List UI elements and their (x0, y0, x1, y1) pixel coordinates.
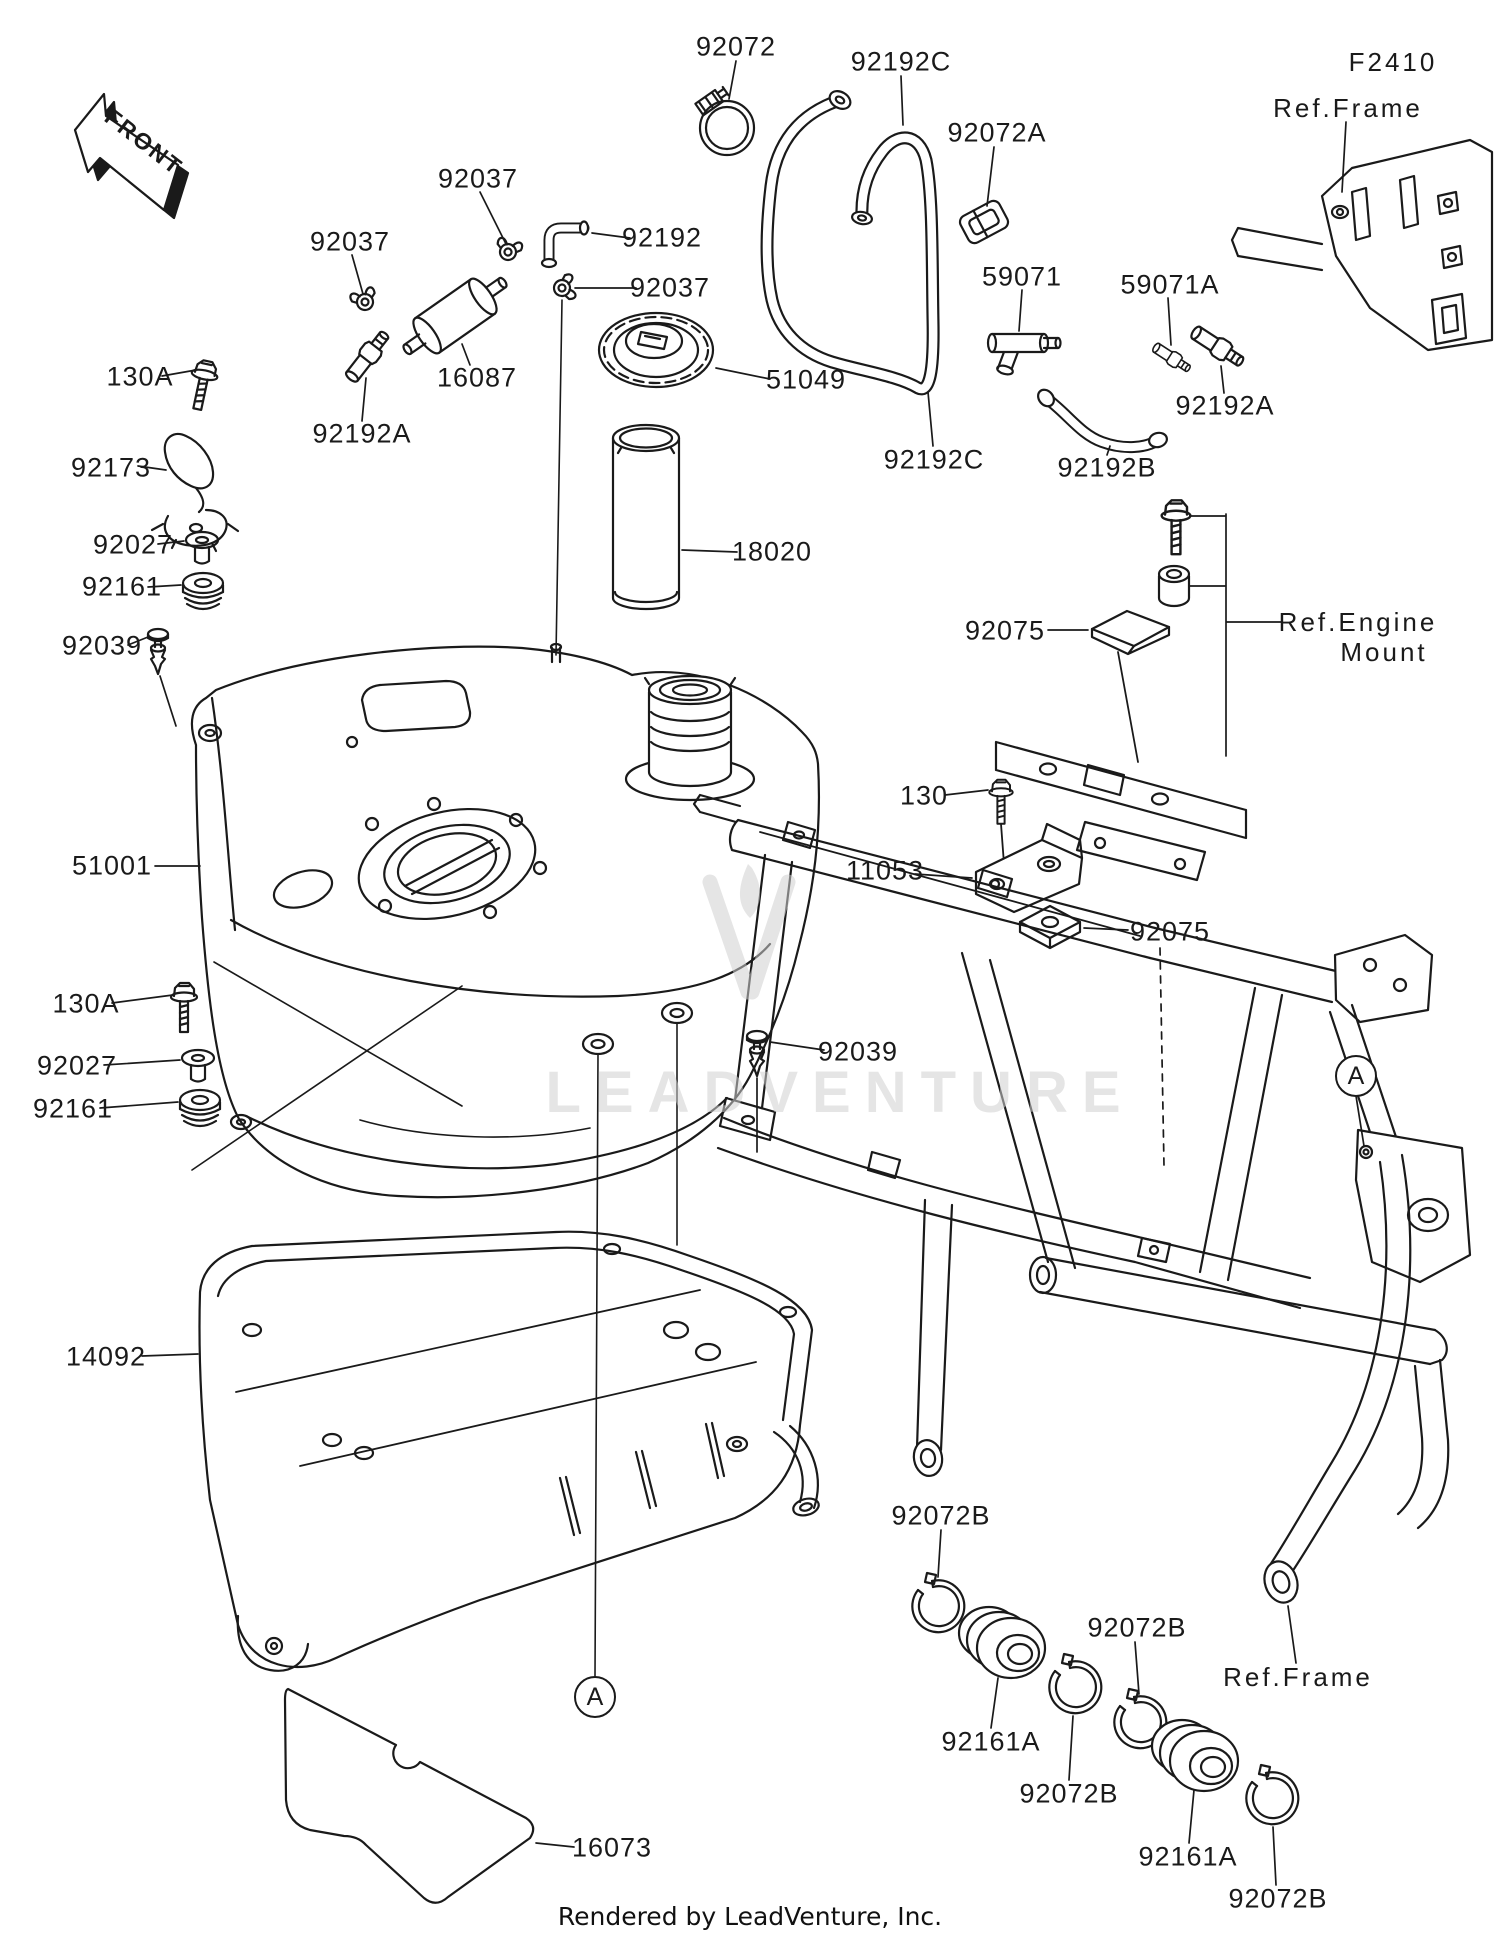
fuel-joint-92192a-left (340, 326, 395, 387)
part-label-14092-30: 14092 (65, 1341, 147, 1372)
hose-hook-92173 (150, 432, 240, 553)
hose-clamp-92037-1 (492, 236, 525, 265)
tank-filler-neck (624, 674, 756, 802)
part-label-92161-28: 92161 (32, 1093, 114, 1124)
hose-92192b (1037, 388, 1168, 453)
page-code: F2410 (1348, 47, 1438, 77)
part-label-92173-14: 92173 (70, 452, 152, 483)
watermark-text: LEADVENTURE (545, 1060, 1134, 1125)
hose-clamp-92037-2 (348, 285, 381, 315)
main-frame (692, 793, 1472, 1604)
part-label-92072a-2: 92072A (947, 117, 1047, 148)
heat-shield-16073 (283, 1687, 535, 1904)
part-label-92075-21: 92075 (964, 615, 1046, 646)
part-label-92037-4: 92037 (309, 226, 391, 257)
ref-label-1: Ref.Engine (1278, 607, 1438, 637)
part-label-130a-13: 130A (106, 361, 174, 392)
part-label-92072-0: 92072 (695, 31, 777, 62)
part-label-16073-37: 16073 (571, 1832, 653, 1863)
part-label-92072b-31: 92072B (891, 1500, 991, 1531)
tank-cover-14092 (198, 1230, 820, 1672)
ref-label-3: Ref.Frame (1223, 1662, 1373, 1692)
part-label-92039-17: 92039 (61, 630, 143, 661)
part-label-92161a-35: 92161A (1138, 1841, 1238, 1872)
part-label-51001-25: 51001 (71, 850, 153, 881)
part-label-92039-29: 92039 (817, 1036, 899, 1067)
left-hardware (146, 357, 240, 1128)
part-label-92192b-19: 92192B (1057, 452, 1157, 483)
footer-credit: Rendered by LeadVenture, Inc. (557, 1902, 943, 1931)
part-label-92161-16: 92161 (81, 571, 163, 602)
part-label-130a-26: 130A (52, 988, 120, 1019)
engine-mount-group (994, 499, 1248, 882)
part-label-92192-5: 92192 (621, 222, 703, 253)
hose-clamp-92037-3 (550, 272, 578, 303)
watermark: LEADVENTURE (545, 864, 1134, 1125)
frame-bracket-ref (1230, 138, 1494, 352)
ref-label-2: Mount (1340, 637, 1428, 667)
filler-tube-18020 (611, 423, 681, 611)
joint-59071a (1149, 339, 1194, 377)
fuel-filter-16087 (402, 276, 508, 356)
part-label-92072b-34: 92072B (1019, 1778, 1119, 1809)
part-label-92072b-33: 92072B (1087, 1612, 1187, 1643)
part-label-92192a-11: 92192A (1175, 390, 1275, 421)
part-label-92192c-1: 92192C (850, 46, 952, 77)
part-label-16087-7: 16087 (436, 362, 518, 393)
part-label-92037-6: 92037 (629, 272, 711, 303)
part-label-51049-8: 51049 (765, 364, 847, 395)
part-label-92072b-36: 92072B (1228, 1883, 1328, 1914)
fuel-cap-51049 (597, 311, 715, 389)
vent-hose-92192c (760, 90, 940, 396)
part-label-92037-3: 92037 (437, 163, 519, 194)
part-label-92161a-32: 92161A (941, 1726, 1041, 1757)
part-label-92075-24: 92075 (1129, 916, 1211, 947)
elbow-hose-92192 (540, 220, 590, 269)
band-clamp-92072 (694, 85, 756, 157)
fuel-joint-92192a-right (1186, 321, 1249, 373)
part-label-92192a-12: 92192A (312, 418, 412, 449)
ref-label-0: Ref.Frame (1273, 93, 1423, 123)
part-label-92027-15: 92027 (92, 529, 174, 560)
part-label-59071a-10: 59071A (1120, 269, 1220, 300)
leader-lines (99, 60, 1365, 1886)
part-label-130-22: 130 (899, 780, 949, 811)
detail-marker-A-1: A (1335, 1055, 1377, 1097)
tank-bracket-group (974, 778, 1084, 950)
part-label-92192c-18: 92192C (883, 444, 985, 475)
clip-92072a (958, 199, 1010, 245)
tee-joint-59071 (986, 332, 1062, 376)
detail-marker-A-0: A (574, 1676, 616, 1718)
part-label-18020-20: 18020 (731, 536, 813, 567)
part-label-59071-9: 59071 (981, 261, 1063, 292)
part-label-11053-23: 11053 (845, 855, 925, 886)
front-direction-arrow: FRONT (73, 92, 190, 220)
part-label-92027-27: 92027 (36, 1050, 118, 1081)
